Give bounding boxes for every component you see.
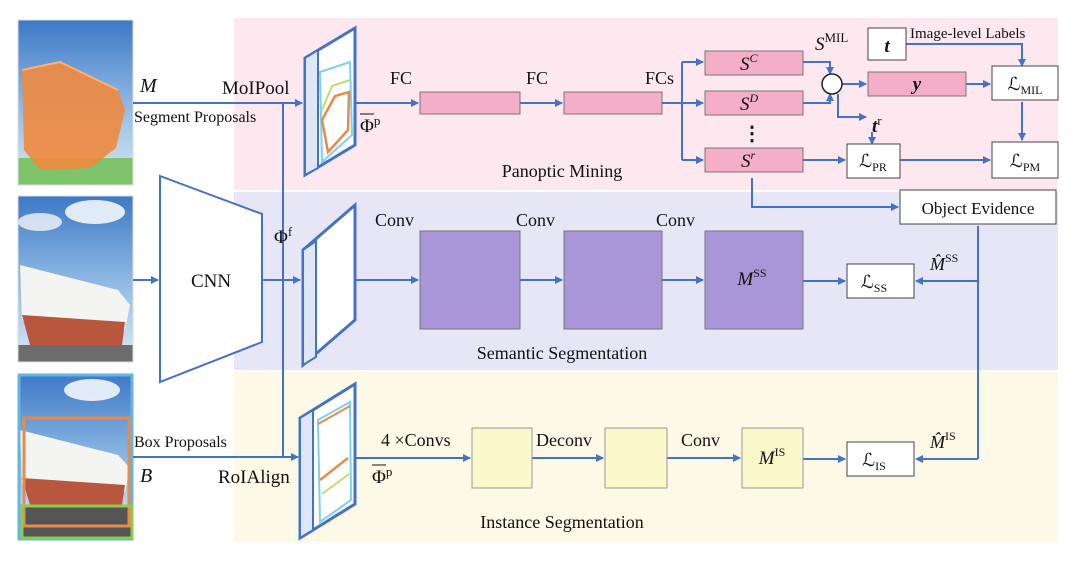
semantic-segmentation-title: Semantic Segmentation <box>477 343 647 363</box>
tr-label: tr <box>872 113 882 137</box>
box-symbol: B <box>140 465 152 487</box>
fc1-block <box>419 91 521 115</box>
moipool-feature-map <box>303 25 357 178</box>
mss-block <box>704 230 804 330</box>
mss-label: MSS <box>736 266 766 290</box>
convs-label: 4 ×Convs <box>381 430 451 450</box>
instance-segmentation-title: Instance Segmentation <box>480 512 643 532</box>
lss-block <box>846 263 915 299</box>
conv1-label: Conv <box>375 210 414 230</box>
moipool-label: MoIPool <box>222 78 290 99</box>
conv1-block <box>419 230 521 330</box>
phi-p-top: Φp <box>360 113 380 137</box>
arrow-sd-to-odot <box>803 93 834 104</box>
connections <box>133 43 1026 463</box>
phi-p-bottom: Φp <box>372 464 392 488</box>
sr-label: Sr <box>741 148 756 172</box>
segment-symbol: M <box>139 75 158 97</box>
conv3-label: Conv <box>656 210 695 230</box>
lmil-label: ℒMIL <box>1008 74 1043 97</box>
fc2-block <box>563 91 663 115</box>
conv2-block <box>563 230 663 330</box>
y-label: y <box>911 74 922 95</box>
t-label: t <box>884 36 890 57</box>
lpm-label: ℒPM <box>1010 151 1041 174</box>
mis-block <box>741 427 804 489</box>
convs-block <box>471 427 533 489</box>
lmil-block <box>991 65 1059 101</box>
deconv-label: Deconv <box>536 430 592 450</box>
arrow-labels-to-lmil <box>906 43 1026 67</box>
mhat-ss-label: M̂SS <box>929 251 958 274</box>
object-evidence-block <box>899 189 1057 225</box>
sd-label: SD <box>740 91 759 115</box>
conv-is-label: Conv <box>681 430 720 450</box>
smil-label: SMIL <box>815 30 848 55</box>
sc-block <box>704 50 804 76</box>
phi-f: Φf <box>274 224 293 248</box>
input-image <box>17 195 134 363</box>
box-proposal-image <box>17 373 134 541</box>
fcs-label: FCs <box>645 68 674 88</box>
fc2-label: FC <box>526 68 548 88</box>
cnn-block <box>159 174 263 384</box>
odot-operator <box>821 73 843 95</box>
deconv-block <box>604 427 668 489</box>
t-block <box>867 27 907 61</box>
lss-label: ℒSS <box>861 272 887 295</box>
sc-label: SC <box>740 51 759 75</box>
lpr-block <box>846 143 901 179</box>
mhat-is-label: M̂IS <box>929 429 956 452</box>
arrow-sc-to-odot <box>803 61 834 75</box>
cnn-label: CNN <box>191 271 231 292</box>
lis-block <box>846 441 915 477</box>
mis-label: MIS <box>758 445 786 469</box>
arrow-sr-to-evidence <box>751 178 899 211</box>
panoptic-mining-title: Panoptic Mining <box>502 161 623 181</box>
vertical-dots: ⋮ <box>742 123 762 145</box>
roialign-feature-map <box>298 381 357 541</box>
conv2-label: Conv <box>516 210 555 230</box>
image-level-labels: Image-level Labels <box>910 26 1026 42</box>
fc1-label: FC <box>390 68 412 88</box>
shared-feature-map <box>301 201 357 369</box>
arrow-odot-to-tr <box>837 94 867 121</box>
lis-label: ℒIS <box>862 450 886 473</box>
sd-block <box>704 90 804 116</box>
roialign-label: RoIAlign <box>218 467 290 488</box>
lpr-label: ℒPR <box>859 151 887 174</box>
object-evidence-label: Object Evidence <box>922 199 1035 218</box>
segment-caption: Segment Proposals <box>134 109 256 126</box>
box-caption: Box Proposals <box>134 434 227 451</box>
lpm-block <box>991 141 1059 179</box>
segment-proposal-image <box>17 19 134 186</box>
y-block <box>867 71 967 97</box>
sr-block <box>704 147 804 173</box>
